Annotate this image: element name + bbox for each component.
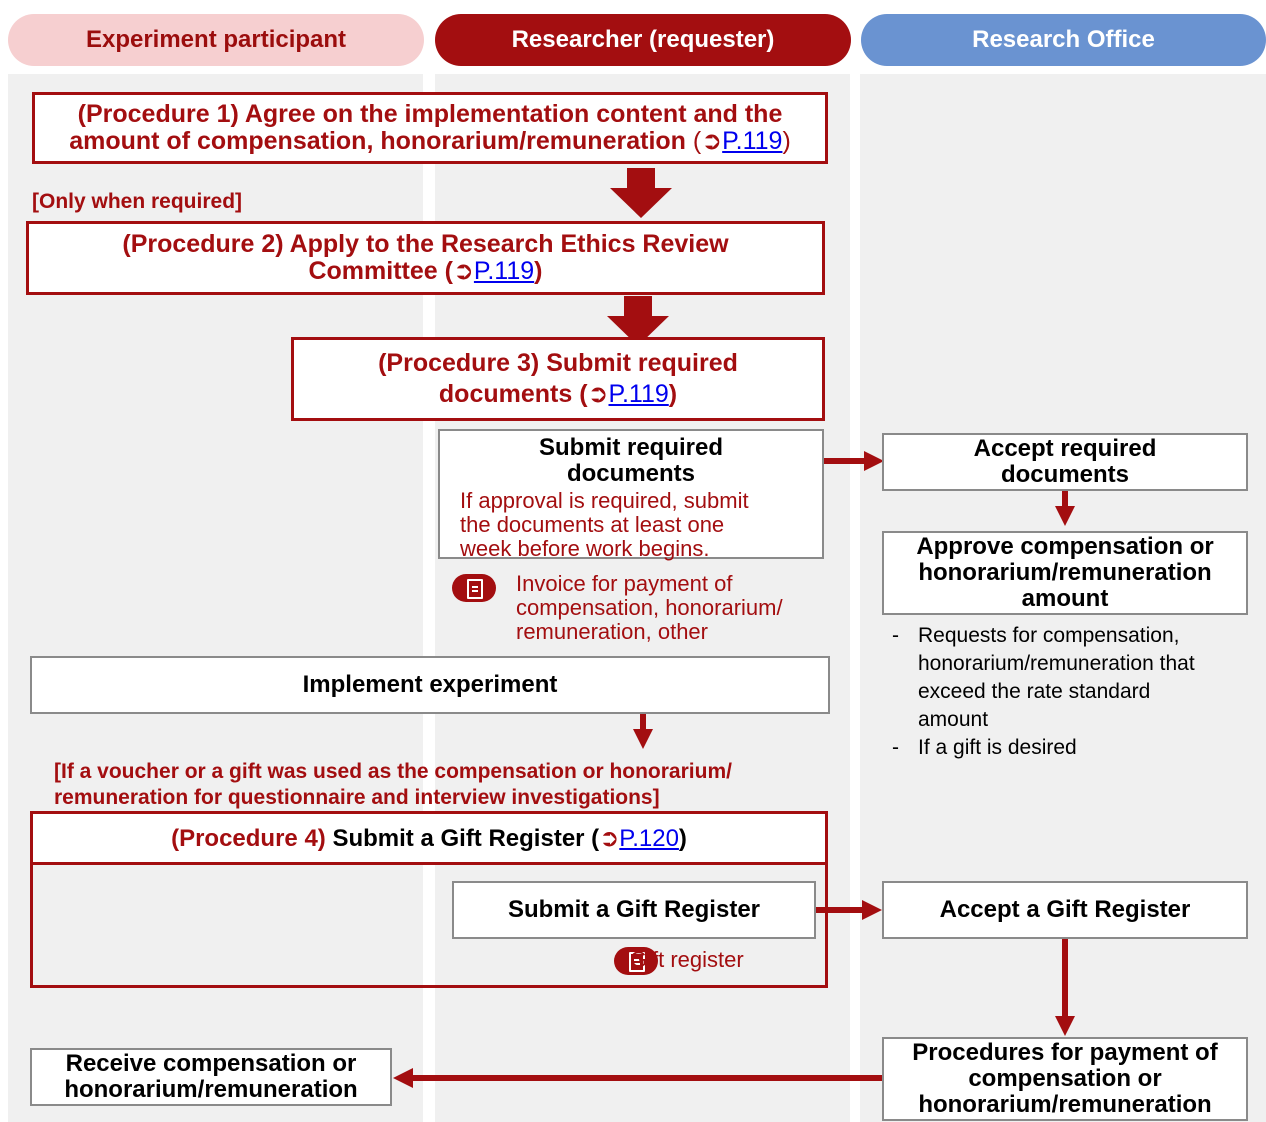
procedure-1-line2-wrap: amount of compensation, honorarium/remun… <box>69 127 791 155</box>
document-icon <box>614 947 659 975</box>
procedure-2-page-link[interactable]: P.119 <box>473 257 535 285</box>
procedure-1-line1: (Procedure 1) Agree on the implementatio… <box>77 100 783 128</box>
submit-documents-note: If approval is required, submit the docu… <box>460 488 749 561</box>
receive-compensation-box: Receive compensation or honorarium/remun… <box>30 1048 392 1106</box>
submit-documents-title-1: Submit required <box>538 434 724 461</box>
lane-header-office: Research Office <box>861 14 1266 66</box>
procedure-1-line2: amount of compensation, honorarium/remun… <box>69 127 686 155</box>
procedure-2-line1: (Procedure 2) Apply to the Research Ethi… <box>122 230 729 258</box>
payment-procedures-box: Procedures for payment of compensation o… <box>882 1037 1248 1121</box>
procedure-4-header: (Procedure 4) Submit a Gift Register (➲P… <box>30 811 828 865</box>
arrow-implement-down <box>640 714 646 730</box>
accept-documents-box: Accept required documents <box>882 433 1248 491</box>
procedure-4-page-link[interactable]: P.120 <box>619 824 679 852</box>
arrowhead-down <box>1055 506 1075 526</box>
invoice-document-label: Invoice for payment of compensation, hon… <box>516 571 783 644</box>
arrow-submit-to-accept-docs <box>824 458 866 464</box>
only-when-required-label: [Only when required] <box>32 190 243 213</box>
procedure-2-line2: Committee <box>308 257 438 285</box>
procedure-1-page-link[interactable]: P.119 <box>722 127 783 155</box>
arrowhead-left <box>393 1068 413 1088</box>
flow-arrow-1 <box>610 168 672 218</box>
submit-documents-box: Submit required documents If approval is… <box>438 429 824 561</box>
gift-register-document-label: Gift register <box>630 947 744 972</box>
lane-header-participant: Experiment participant <box>8 14 424 66</box>
arrowhead-right <box>862 900 882 920</box>
submit-gift-register-box: Submit a Gift Register <box>452 881 816 939</box>
arrowhead-down <box>633 729 653 749</box>
submit-documents-title-2: documents <box>566 460 695 487</box>
arrow-submit-to-accept-gift <box>816 907 864 913</box>
arrowhead-right <box>864 451 884 471</box>
procedure-3-box: (Procedure 3) Submit required documents … <box>291 337 825 421</box>
lane-header-researcher: Researcher (requester) <box>435 14 851 66</box>
accept-gift-register-box: Accept a Gift Register <box>882 881 1248 939</box>
arrowhead-down <box>1055 1016 1075 1036</box>
voucher-condition-label: [If a voucher or a gift was used as the … <box>54 760 732 809</box>
circle-arrow-right-icon: ➲ <box>587 380 609 408</box>
circle-arrow-right-icon: ➲ <box>599 824 620 852</box>
approve-condition-1: Requests for compensation, honorarium/re… <box>884 622 1264 734</box>
approve-amount-box: Approve compensation or honorarium/remun… <box>882 531 1248 615</box>
procedure-3-line2: documents <box>438 380 573 408</box>
arrow-payment-to-receive <box>412 1075 882 1081</box>
approve-conditions-list: Requests for compensation, honorarium/re… <box>884 622 1264 762</box>
circle-arrow-right-icon: ➲ <box>701 127 723 155</box>
procedure-2-box: (Procedure 2) Apply to the Research Ethi… <box>26 221 825 295</box>
procedure-3-line1: (Procedure 3) Submit required <box>378 349 738 377</box>
procedure-4-text: Submit a Gift Register <box>332 824 585 852</box>
document-icon <box>452 574 496 602</box>
arrow-accept-gift-to-payment <box>1062 939 1068 1017</box>
approve-condition-2: If a gift is desired <box>884 734 1264 762</box>
procedure-3-page-link[interactable]: P.119 <box>608 380 669 408</box>
arrow-accept-to-approve <box>1062 491 1068 507</box>
implement-experiment-box: Implement experiment <box>30 656 830 714</box>
procedure-1-box: (Procedure 1) Agree on the implementatio… <box>32 92 828 164</box>
circle-arrow-right-icon: ➲ <box>452 257 474 285</box>
procedure-4-label: (Procedure 4) <box>171 824 326 852</box>
